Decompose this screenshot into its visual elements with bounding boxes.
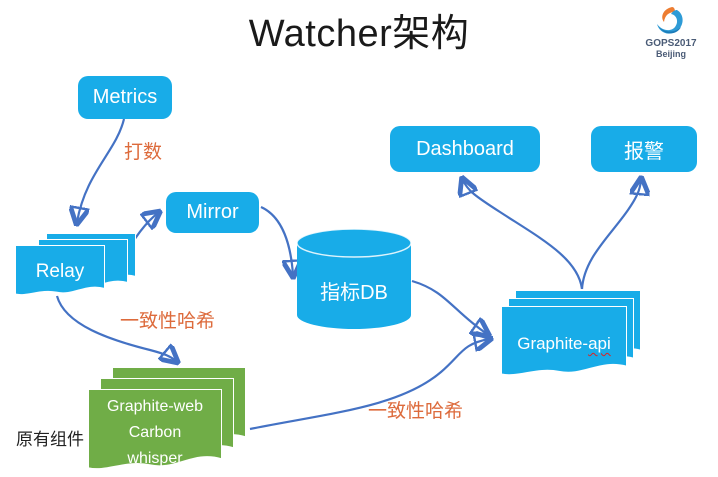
logo-text-gops: GOPS2017 — [645, 38, 697, 49]
dashboard-label: Dashboard — [416, 137, 514, 160]
relay-label: Relay — [35, 261, 85, 282]
edge-label-dashu: 打数 — [124, 142, 163, 163]
mirror-node: Mirror — [166, 192, 259, 233]
edge-label-consistent-hash-2: 一致性哈希 — [368, 401, 464, 422]
whisper-line: whisper — [127, 450, 183, 467]
graphite-api-label-suffix: api — [588, 334, 611, 353]
gops-swirl-icon — [657, 7, 683, 34]
arrow-db-to-api — [411, 279, 487, 334]
metrics-label: Metrics — [92, 86, 158, 108]
metrics-node: Metrics — [78, 76, 172, 119]
mirror-label: Mirror — [186, 201, 239, 223]
graphite-web-line: Graphite-web — [106, 398, 204, 415]
graphite-web-stack: Graphite-web Carbon whisper — [88, 367, 246, 477]
arrow-api-to-alert — [580, 180, 641, 290]
legacy-components-annotation: 原有组件 — [16, 430, 84, 449]
metrics-db-label: 指标DB — [320, 282, 388, 304]
relay-flag-front — [15, 245, 105, 300]
carbon-line: Carbon — [128, 424, 182, 441]
graphite-api-stack: Graphite-api — [501, 290, 641, 382]
arrow-api-to-dashboard — [463, 180, 584, 290]
graphite-web-stack-labels: Graphite-web Carbon whisper — [88, 394, 222, 472]
metrics-db-cylinder — [296, 228, 412, 329]
graphite-web-flag-front — [88, 389, 222, 477]
graphite-api-label-prefix: Graphite- — [517, 334, 589, 353]
slide-title: Watcher架构 — [248, 13, 470, 55]
edge-label-consistent-hash-1: 一致性哈希 — [120, 311, 216, 332]
alert-node: 报警 — [591, 126, 697, 172]
gops-logo: GOPS2017 Beijing — [638, 5, 704, 59]
graphite-api-flag-front — [501, 306, 627, 382]
logo-text-beijing: Beijing — [655, 49, 686, 59]
dashboard-node: Dashboard — [390, 126, 540, 172]
graphite-api-label: Graphite-api — [501, 334, 627, 354]
arrow-mirror-to-db — [260, 205, 293, 275]
alert-label: 报警 — [624, 140, 664, 163]
relay-stack: Relay — [15, 233, 136, 300]
arrow-metrics-to-relay — [77, 118, 126, 222]
